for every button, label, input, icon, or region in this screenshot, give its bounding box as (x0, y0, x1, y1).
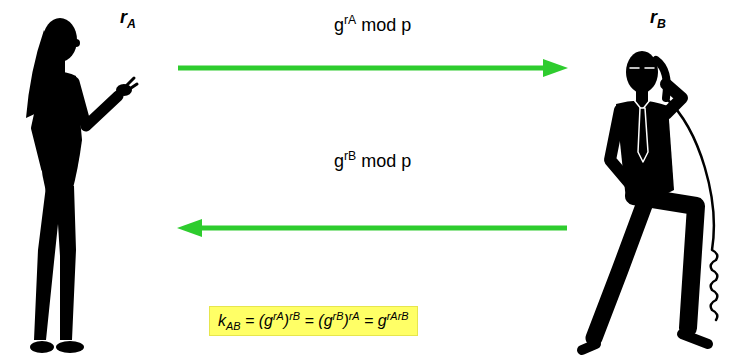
silhouette-part (610, 110, 632, 186)
secret-label: rA (120, 6, 136, 29)
text-run: g (334, 15, 344, 35)
superscript: rArB (387, 310, 409, 322)
text-run: ) (343, 312, 348, 329)
superscript: rA (344, 13, 356, 27)
silhouette-part (126, 78, 137, 90)
silhouette-part (72, 39, 80, 47)
text-run: g (334, 151, 344, 171)
silhouette-part (43, 18, 77, 62)
silhouette-part (74, 82, 118, 126)
silhouette-part (34, 186, 76, 340)
text-run: r (650, 7, 657, 27)
label-holder: grB mod p (332, 150, 413, 173)
message-label: grB mod p (332, 150, 413, 173)
formula-text: kAB = (grA)rB = (grB)rA = grArB (218, 311, 409, 331)
superscript: rB (333, 310, 344, 322)
silhouette-part (638, 108, 648, 162)
silhouette-part (582, 344, 596, 350)
person-silhouette (0, 0, 175, 361)
silhouette-part (682, 334, 708, 344)
person-figure: rB (570, 0, 732, 361)
text-run: r (120, 7, 127, 27)
secret-label: rB (650, 6, 666, 29)
text-run: = (g (300, 312, 332, 329)
silhouette-part (594, 200, 646, 338)
subscript: B (657, 17, 666, 31)
key-box: kAB = (grA)rB = (grB)rA = grArB (209, 306, 418, 336)
person-silhouette (570, 0, 732, 361)
text-run: k (218, 312, 226, 329)
message-label: grA mod p (332, 14, 413, 37)
superscript: rA (273, 310, 284, 322)
text-run: mod p (356, 151, 411, 171)
subscript: A (127, 17, 136, 31)
message-arrow (198, 226, 567, 231)
silhouette-part (30, 341, 54, 353)
message-arrow (178, 66, 547, 71)
label-holder: grA mod p (332, 14, 413, 37)
silhouette-part (630, 67, 654, 69)
text-run: mod p (356, 15, 411, 35)
text-run: ) (284, 312, 289, 329)
silhouette-part (666, 98, 717, 320)
person-figure: rA (0, 0, 175, 361)
subscript: AB (226, 320, 241, 332)
superscript: rB (344, 149, 356, 163)
text-run: = g (360, 312, 387, 329)
superscript: rA (349, 310, 360, 322)
silhouette-part (36, 82, 46, 168)
superscript: rB (289, 310, 300, 322)
text-run: = (g (241, 312, 273, 329)
silhouette-part (56, 341, 84, 353)
